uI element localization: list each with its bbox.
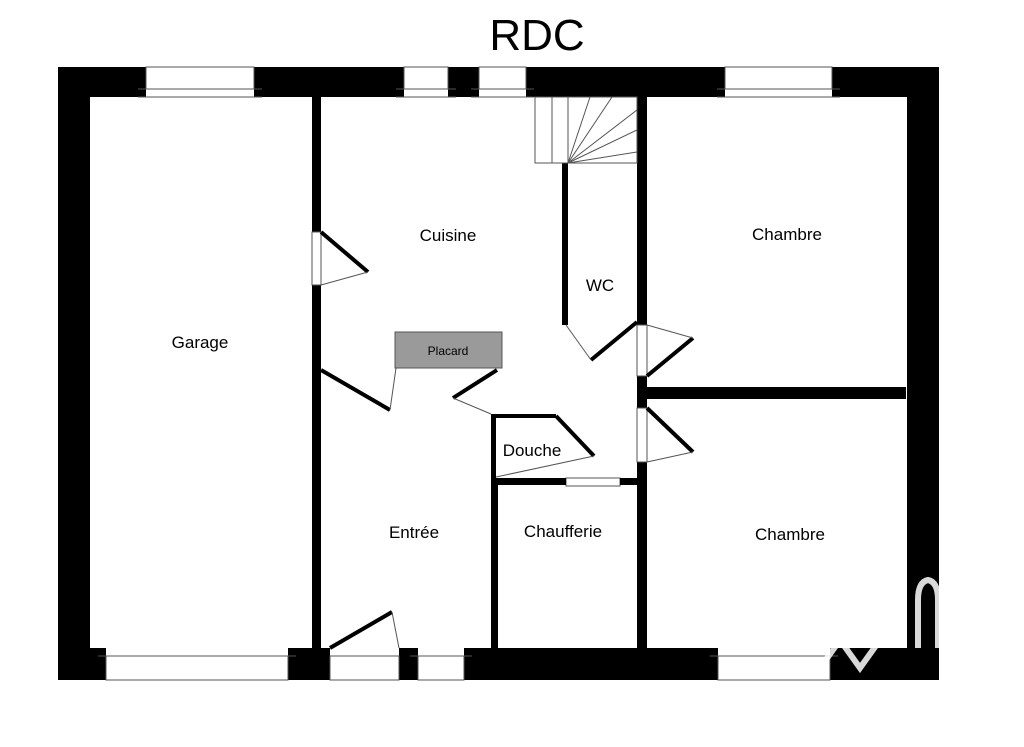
room-label-douche: Douche xyxy=(503,441,562,460)
interior-walls xyxy=(312,97,906,648)
room-label-placard: Placard xyxy=(428,344,469,358)
room-label-chambre-1: Chambre xyxy=(752,225,822,244)
exterior-walls xyxy=(58,67,939,680)
placard-box xyxy=(394,331,503,369)
room-label-garage: Garage xyxy=(172,333,229,352)
room-label-chaufferie: Chaufferie xyxy=(524,522,602,541)
plan-title: RDC xyxy=(489,11,584,60)
room-label-entree: Entrée xyxy=(389,523,439,542)
stairs xyxy=(534,96,638,164)
room-label-chambre-2: Chambre xyxy=(755,525,825,544)
room-label-wc: WC xyxy=(586,276,614,295)
windows xyxy=(98,66,840,681)
room-label-cuisine: Cuisine xyxy=(420,226,477,245)
doors xyxy=(311,230,695,650)
watermark-logo xyxy=(817,576,941,674)
